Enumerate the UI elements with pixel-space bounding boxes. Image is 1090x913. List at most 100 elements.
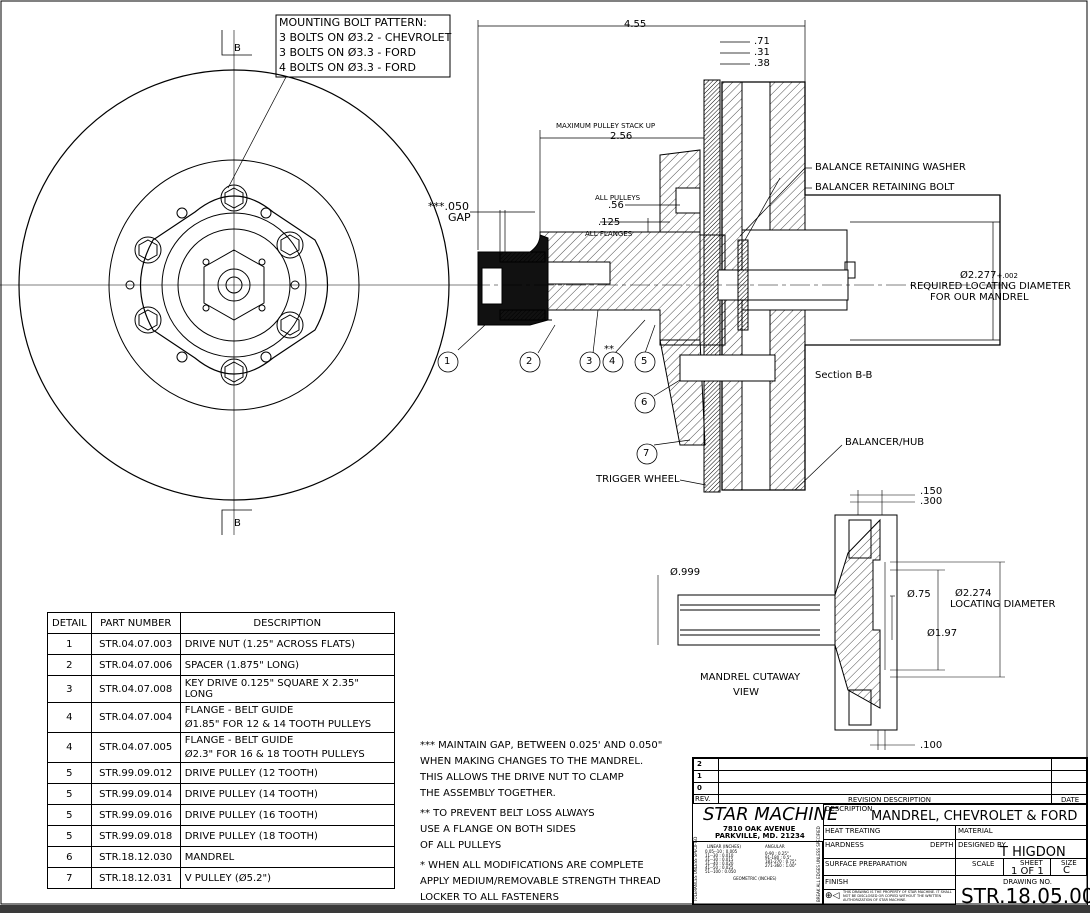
break-side-label: BREAK ALL EDGES UNLESS SPECIFIED (816, 826, 821, 902)
dim-pulleys-label: ALL PULLEYS (595, 194, 641, 202)
table-cell: STR.04.07.006 (90, 654, 181, 676)
desc-line: DRIVE PULLEY (16 TOOTH) (184, 809, 318, 821)
dim-locating: Ø2.277+.002 (960, 270, 1018, 282)
desc-line: FLANGE - BELT GUIDE (184, 735, 294, 746)
drawing-no-label: DRAWING NO. (1003, 878, 1052, 886)
cutaway-label: MANDREL CUTAWAY (700, 672, 801, 683)
surface-label: SURFACE PREPARATION (825, 860, 907, 868)
balloon-5: 5 (641, 356, 648, 367)
dim-flanges-label: ALL FLANGES (585, 230, 633, 238)
callout-double-star: ** (604, 344, 614, 355)
table-cell: STR.99.09.012 (90, 762, 181, 784)
balloon-4: 4 (609, 356, 616, 367)
table-cell: SPACER (1.875" LONG) (179, 654, 395, 676)
sheet-label: SHEET (1020, 859, 1043, 867)
description-label: DESCRIPTION (825, 805, 873, 813)
dim-150: .150 (920, 486, 943, 497)
desc-line: DRIVE NUT (1.25" ACROSS FLATS) (184, 638, 356, 650)
table-cell: 5 (47, 804, 92, 826)
table-cell: DRIVE PULLEY (16 TOOTH) (179, 804, 395, 826)
projection-symbol-icon: ⊕◁ (825, 891, 840, 901)
table-cell: 5 (47, 783, 92, 805)
balloon-2: 2 (526, 356, 533, 367)
dimension-lines (457, 20, 1000, 491)
note-line: LOCKER TO ALL FASTENERS (420, 892, 559, 903)
note-line: * WHEN ALL MODIFICATIONS ARE COMPLETE (420, 860, 644, 871)
table-cell: STR.04.07.008 (90, 675, 181, 703)
desc-line: KEY DRIVE 0.125" SQUARE X 2.35" LONG (184, 678, 359, 700)
note-line: APPLY MEDIUM/REMOVABLE STRENGTH THREAD (420, 876, 661, 887)
dim-flanges: .125 (598, 217, 621, 228)
dim-overall: 4.55 (624, 19, 647, 30)
table-cell: 6 (47, 846, 92, 868)
section-mark-bottom: B (234, 518, 241, 529)
drawing-no-value: STR.18.05.000 (961, 884, 1090, 908)
desc-line: DRIVE PULLEY (18 TOOTH) (184, 830, 318, 842)
note-line: ** TO PREVENT BELT LOSS ALWAYS (420, 808, 595, 819)
dim-100: .100 (920, 740, 943, 751)
callout-balancer-bolt: BALANCER RETAINING BOLT (815, 182, 955, 193)
callout-section: Section B-B (815, 370, 873, 381)
desc-line: MANDREL (184, 851, 235, 863)
dim-71: .71 (754, 36, 770, 47)
note-line: OF ALL PULLEYS (420, 840, 502, 851)
table-cell: STR.04.07.004 (90, 702, 181, 733)
note: ** TO PREVENT BELT LOSS ALWAYS USE A FLAN… (420, 806, 662, 854)
note-line: THIS ALLOWS THE DRIVE NUT TO CLAMP (420, 772, 624, 783)
table-cell: 5 (47, 825, 92, 847)
scale-label: SCALE (972, 860, 995, 868)
desc-line: SPACER (1.875" LONG) (184, 659, 300, 671)
rev-desc-label: REVISION DESCRIPTION (848, 796, 931, 804)
bolt-pattern-line: 3 BOLTS ON Ø3.2 - CHEVROLET (279, 31, 452, 44)
designed-label: DESIGNED BY (958, 841, 1006, 849)
table-cell: 7 (47, 867, 92, 889)
title-block: 2 1 0 REV. REVISION DESCRIPTION DATE STA… (692, 757, 1090, 908)
note-line: WHEN MAKING CHANGES TO THE MANDREL. (420, 756, 644, 767)
desc-line: Ø1.85" FOR 12 & 14 TOOTH PULLEYS (184, 719, 372, 730)
depth-label: DEPTH (930, 841, 954, 849)
dim-locating-text: REQUIRED LOCATING DIAMETER (910, 281, 1071, 292)
header-detail: DETAIL (47, 612, 92, 634)
note-line: USE A FLANGE ON BOTH SIDES (420, 824, 576, 835)
rev-row: 0 (697, 784, 702, 792)
notes: *** MAINTAIN GAP, BETWEEN 0.025' AND 0.0… (420, 738, 662, 910)
heat-label: HEAT TREATING (825, 827, 881, 835)
company-address: PARKVILLE, MD. 21234 (715, 832, 805, 840)
bolt-pattern-line: 3 BOLTS ON Ø3.3 - FORD (279, 46, 416, 59)
dim-gap-label: GAP (448, 211, 471, 224)
dim-stack-label: MAXIMUM PULLEY STACK UP (556, 122, 656, 130)
dim-2274: Ø2.274 (955, 588, 992, 599)
dim-999: Ø.999 (670, 567, 701, 578)
window-bottom-bar (0, 905, 1090, 913)
note-line: THE ASSEMBLY TOGETHER. (420, 788, 556, 799)
dim-31: .31 (754, 47, 770, 58)
table-cell: V PULLEY (Ø5.2") (179, 867, 395, 889)
material-label: MATERIAL (958, 827, 993, 835)
balloon-7: 7 (643, 448, 650, 459)
table-cell: STR.04.07.005 (90, 732, 181, 763)
company-address: 7810 OAK AVENUE (723, 825, 796, 833)
note-line: *** MAINTAIN GAP, BETWEEN 0.025' AND 0.0… (420, 740, 663, 751)
bolt-pattern-line: 4 BOLTS ON Ø3.3 - FORD (279, 61, 416, 74)
dim-locating-text: FOR OUR MANDREL (930, 292, 1029, 303)
size-value: C (1063, 865, 1070, 876)
balloon-3: 3 (586, 356, 593, 367)
header-part: PART NUMBER (90, 612, 181, 634)
mandrel-cutaway (657, 490, 1005, 750)
company-logo: STAR MACHINE (703, 804, 839, 825)
rev-row: 2 (697, 760, 702, 768)
dim-2274-text: LOCATING DIAMETER (950, 599, 1056, 610)
rev-label: REV. (695, 795, 711, 803)
table-header: DETAIL PART NUMBER DESCRIPTION (47, 612, 395, 634)
dim-locating-value: Ø2.277 (960, 270, 997, 281)
tolerance-side-label: TOLERANCES UNLESS SPECIFIED (693, 836, 698, 902)
table-cell: DRIVE PULLEY (18 TOOTH) (179, 825, 395, 847)
desc-line: V PULLEY (Ø5.2") (184, 872, 272, 884)
